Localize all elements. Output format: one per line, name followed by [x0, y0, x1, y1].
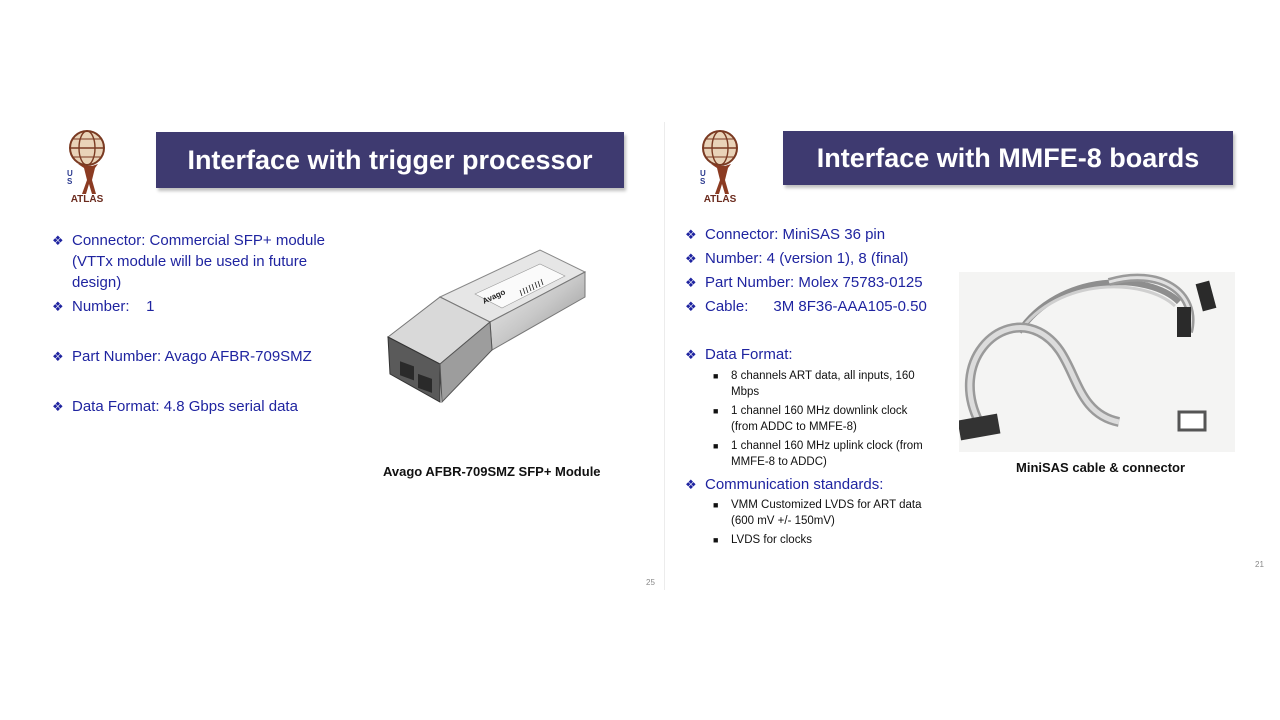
diamond-bullet-icon: ❖	[52, 399, 64, 414]
diamond-bullet-icon: ❖	[685, 251, 697, 266]
cable-caption: MiniSAS cable & connector	[1016, 460, 1186, 475]
bullet-data-format: ❖ Data Format: 4.8 Gbps serial data	[52, 398, 298, 415]
logo-text: ATLAS	[703, 194, 737, 205]
sub-bullet-downlink-clock: ■ 1 channel 160 MHz downlink clock (from…	[713, 405, 908, 433]
bullet-cable: ❖ Cable: 3M 8F36-AAA105-0.50	[685, 298, 927, 315]
page-number: 25	[646, 578, 655, 587]
sub-bullet-uplink-clock: ■ 1 channel 160 MHz uplink clock (from M…	[713, 440, 923, 468]
atlas-figure-icon	[69, 130, 105, 194]
bullet-connector: ❖ Connector: MiniSAS 36 pin	[685, 226, 886, 243]
slide-title: Interface with MMFE-8 boards	[783, 131, 1233, 185]
bullet-connector: ❖ Connector: Commercial SFP+ module (VTT…	[52, 232, 326, 291]
bullet-part-number: ❖ Part Number: Avago AFBR-709SMZ	[52, 348, 312, 365]
diamond-bullet-icon: ❖	[52, 349, 64, 364]
diamond-bullet-icon: ❖	[685, 299, 697, 314]
atlas-figure-icon	[702, 130, 738, 194]
bullet-number: ❖ Number: 1	[52, 298, 155, 315]
sub-bullet-lvds-art: ■ VMM Customized LVDS for ART data (600 …	[713, 499, 922, 527]
diamond-bullet-icon: ❖	[685, 275, 697, 290]
sub-bullet-lvds-clocks: ■ LVDS for clocks	[713, 534, 812, 546]
diamond-bullet-icon: ❖	[52, 299, 64, 314]
square-bullet-icon: ■	[713, 441, 719, 451]
diamond-bullet-icon: ❖	[685, 347, 697, 362]
diamond-bullet-icon: ❖	[685, 477, 697, 492]
diamond-bullet-icon: ❖	[52, 233, 64, 248]
logo-text: ATLAS	[70, 194, 104, 205]
sub-bullet-art-data: ■ 8 channels ART data, all inputs, 160 M…	[713, 370, 915, 398]
bullet-part-number: ❖ Part Number: Molex 75783-0125	[685, 274, 923, 291]
bullet-communication-standards: ❖ Communication standards:	[685, 476, 884, 493]
page-number: 21	[1255, 560, 1264, 569]
square-bullet-icon: ■	[713, 371, 719, 381]
bullet-number: ❖ Number: 4 (version 1), 8 (final)	[685, 250, 909, 267]
module-caption: Avago AFBR-709SMZ SFP+ Module	[383, 464, 601, 479]
bullet-data-format: ❖ Data Format:	[685, 346, 793, 363]
square-bullet-icon: ■	[713, 535, 719, 545]
square-bullet-icon: ■	[713, 406, 719, 416]
slide-title: Interface with trigger processor	[156, 132, 624, 188]
diamond-bullet-icon: ❖	[685, 227, 697, 242]
square-bullet-icon: ■	[713, 500, 719, 510]
sfp-module-image: Avago	[387, 249, 587, 404]
minisas-cable-image	[959, 272, 1235, 452]
